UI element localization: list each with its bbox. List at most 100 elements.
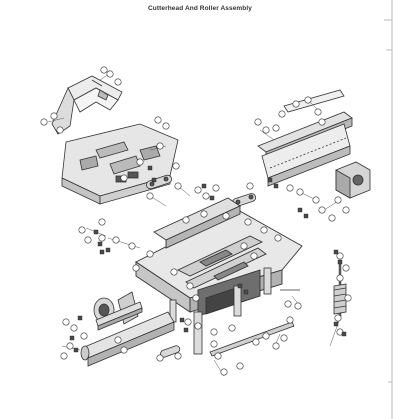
fastener-mark [237,283,243,289]
callout-balloon [40,118,48,126]
callout-balloon [336,252,344,260]
callout-balloon [78,226,86,234]
callout-balloon [250,252,258,260]
cutterhead-cover [61,123,179,205]
callout-balloon [60,352,68,360]
callout-balloon [80,332,88,340]
callout-balloon [246,182,254,190]
callout-balloon [202,192,210,200]
callout-balloon [154,116,162,124]
callout-balloon [252,338,260,346]
callout-balloon [286,184,294,192]
callout-balloon [210,340,218,348]
fastener-mark [183,327,189,333]
callout-balloon [156,354,164,362]
bearing-block [335,161,371,199]
callout-balloon [172,162,180,170]
fastener-mark [179,317,185,323]
callout-balloon [156,142,164,150]
fastener-mark [73,347,79,353]
callout-balloon [132,264,140,272]
fastener-mark [333,321,339,327]
callout-balloon [182,216,190,224]
binder-edge [384,0,393,419]
callout-balloon [162,122,170,130]
callout-balloon [312,196,320,204]
callout-balloon [292,100,300,108]
fastener-mark [333,249,339,255]
callout-balloon [222,212,230,220]
fastener-mark [97,241,103,247]
callout-balloon [56,126,64,134]
callout-balloon [128,242,136,250]
callout-balloon [114,336,122,344]
column-posts [169,267,272,355]
callout-balloon [244,218,252,226]
callout-balloon [284,300,292,308]
page-title: Cutterhead And Roller Assembly [147,5,252,12]
callout-balloon [240,242,248,250]
callout-balloon [342,206,350,214]
callout-balloon [262,332,270,340]
main-housing [135,197,303,317]
callout-balloon [328,214,336,222]
callout-balloon [334,196,342,204]
callout-balloon [184,318,192,326]
fastener-mark [93,229,99,235]
fastener-mark [243,289,249,295]
fastener-mark [147,165,153,171]
fastener-mark [267,177,273,183]
feed-roller [80,291,175,367]
callout-balloon [212,184,220,192]
fasteners [69,165,347,353]
fastener-mark [303,213,309,219]
callout-balloon [344,294,352,302]
callout-balloon [100,66,108,74]
callout-balloon [50,112,58,120]
callout-balloon [194,322,202,330]
fastener-mark [105,247,111,253]
callout-balloon [318,118,326,126]
callout-balloon [272,342,280,350]
callout-balloon [84,236,92,244]
lift-linkage [209,260,347,357]
callout-balloon [98,218,106,226]
guard-bracket [51,75,123,135]
callout-balloon [336,274,344,282]
callout-balloon [186,282,194,290]
callout-balloon [112,236,120,244]
callout-balloon [220,368,228,376]
callout-balloon [170,268,178,276]
callout-balloon [342,264,350,272]
fastener-mark [69,335,75,341]
fastener-mark [151,177,157,183]
callout-balloon [192,294,200,302]
callout-balloon [278,110,286,118]
callout-balloon [62,318,70,326]
blade-assembly [257,89,353,187]
callout-balloon [262,126,270,134]
fastener-mark [297,207,303,213]
callout-balloon [146,250,154,258]
callout-balloons [40,66,352,376]
fastener-mark [201,183,207,189]
callout-balloon [98,234,106,242]
link-pieces [146,174,257,358]
callout-balloon [106,70,114,78]
callout-balloon [200,210,208,218]
callout-balloon [286,316,294,324]
callout-balloon [236,362,244,370]
callout-balloon [228,324,236,332]
callout-balloon [274,234,282,242]
callout-balloon [136,158,144,166]
callout-balloon [334,314,342,322]
callout-balloon [280,334,288,342]
callout-balloon [254,118,262,126]
callout-balloon [314,108,322,116]
fastener-mark [341,331,347,337]
fastener-mark [77,315,83,321]
callout-balloon [294,302,302,310]
callout-balloon [114,78,122,86]
